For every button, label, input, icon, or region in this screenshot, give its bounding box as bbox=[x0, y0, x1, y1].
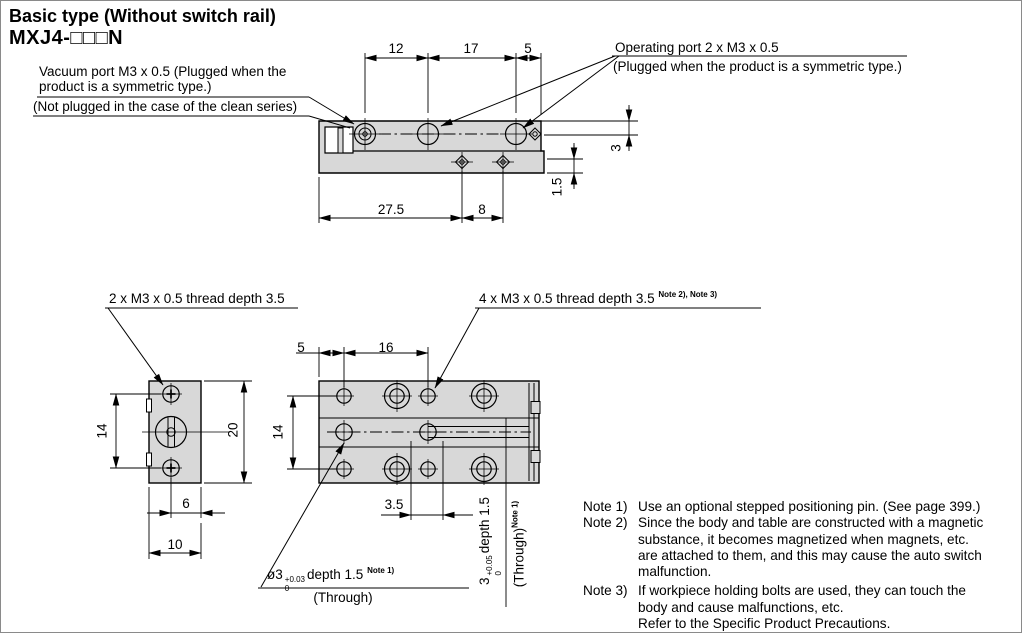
model-number: MXJ4-□□□N bbox=[9, 27, 124, 49]
note-line: malfunction. bbox=[583, 564, 1021, 580]
dim-5-top: 5 bbox=[524, 41, 532, 56]
pin-hole-tol-lower: 0 bbox=[284, 583, 290, 593]
note-line: substance, it becomes magnetized when ma… bbox=[583, 532, 1021, 548]
dim-27-5: 27.5 bbox=[377, 202, 405, 217]
pin-hole-tol-upper: +0.03 bbox=[284, 575, 306, 584]
vacuum-port-label-line3: (Not plugged in the case of the clean se… bbox=[33, 99, 298, 114]
note-text: Refer to the Specific Product Precaution… bbox=[638, 616, 891, 632]
dim-16: 16 bbox=[378, 340, 394, 355]
slot-through: (Through)Note 1) bbox=[510, 500, 527, 588]
note-label: Note 3) bbox=[583, 583, 628, 599]
vacuum-port-label-line2: product is a symmetric type.) bbox=[39, 79, 212, 94]
note-label: Note 2) bbox=[583, 515, 628, 531]
dim-20: 20 bbox=[225, 422, 241, 438]
note-label bbox=[583, 532, 638, 548]
dim-3-5: 3.5 bbox=[384, 497, 404, 512]
note-text: Since the body and table are constructed… bbox=[638, 515, 984, 531]
slot-note-ref: Note 1) bbox=[510, 500, 520, 528]
dim-10: 10 bbox=[167, 537, 183, 552]
dim-12: 12 bbox=[388, 41, 404, 56]
pin-hole-dia: ø3 bbox=[267, 567, 283, 582]
note-label: Note 1) bbox=[583, 499, 628, 514]
thread-label-4xm3-text: 4 x M3 x 0.5 thread depth 3.5 bbox=[479, 291, 655, 306]
note-text: Use an optional stepped positioning pin.… bbox=[638, 499, 981, 514]
notes-block: Note 1) Use an optional stepped positioni… bbox=[583, 499, 1021, 632]
dim-17: 17 bbox=[463, 41, 479, 56]
pin-hole-note-ref: Note 1) bbox=[367, 566, 395, 575]
dim-8: 8 bbox=[478, 202, 486, 217]
thread-label-2xm3: 2 x M3 x 0.5 thread depth 3.5 bbox=[109, 291, 285, 306]
note-text: substance, it becomes magnetized when ma… bbox=[638, 531, 969, 547]
vacuum-port-label-line1: Vacuum port M3 x 0.5 (Plugged when the bbox=[39, 64, 287, 79]
note-line: Refer to the Specific Product Precaution… bbox=[583, 616, 1021, 632]
page-title: Basic type (Without switch rail) bbox=[9, 6, 276, 26]
note-text: malfunction. bbox=[638, 564, 712, 580]
note-text: If workpiece holding bolts are used, the… bbox=[638, 583, 966, 599]
note-line: body and cause malfunctions, etc. bbox=[583, 600, 1021, 616]
operating-port-label-line2: (Plugged when the product is a symmetric… bbox=[613, 59, 902, 74]
dim-5-plan: 5 bbox=[297, 340, 305, 355]
top-view-drawing bbox=[33, 53, 907, 223]
note-text: body and cause malfunctions, etc. bbox=[638, 599, 844, 615]
note-label bbox=[583, 564, 638, 580]
slot-through-text: (Through) bbox=[511, 527, 527, 588]
pin-hole-through: (Through) bbox=[313, 590, 373, 605]
operating-port-label-line1: Operating port 2 x M3 x 0.5 bbox=[615, 40, 779, 55]
dim-14-end: 14 bbox=[94, 423, 110, 439]
end-view-drawing bbox=[105, 307, 298, 559]
note-line: Note 2) Since the body and table are cons… bbox=[583, 515, 1021, 531]
thread-label-4xm3: 4 x M3 x 0.5 thread depth 3.5 Note 2), N… bbox=[479, 290, 718, 306]
dim-6: 6 bbox=[182, 496, 190, 511]
note-line: Note 3) If workpiece holding bolts are us… bbox=[583, 583, 1021, 599]
note-line: Note 1) Use an optional stepped positioni… bbox=[583, 499, 1021, 515]
thread-label-4xm3-note-ref: Note 2), Note 3) bbox=[658, 290, 718, 299]
slot-depth: depth 1.5 bbox=[477, 496, 492, 554]
note-label bbox=[583, 600, 638, 616]
dim-1-5: 1.5 bbox=[549, 177, 565, 197]
dim-14-plan: 14 bbox=[270, 424, 286, 440]
pin-hole-depth: depth 1.5 bbox=[307, 567, 364, 582]
slot-tol-lower: 0 bbox=[493, 571, 503, 576]
plan-view-drawing bbox=[258, 307, 761, 607]
note-label bbox=[583, 616, 638, 632]
slot-width: 3 bbox=[477, 577, 492, 586]
note-label bbox=[583, 548, 638, 564]
note-text: are attached to them, and this may cause… bbox=[638, 547, 982, 563]
note-line: are attached to them, and this may cause… bbox=[583, 548, 1021, 564]
dim-3: 3 bbox=[608, 144, 624, 152]
